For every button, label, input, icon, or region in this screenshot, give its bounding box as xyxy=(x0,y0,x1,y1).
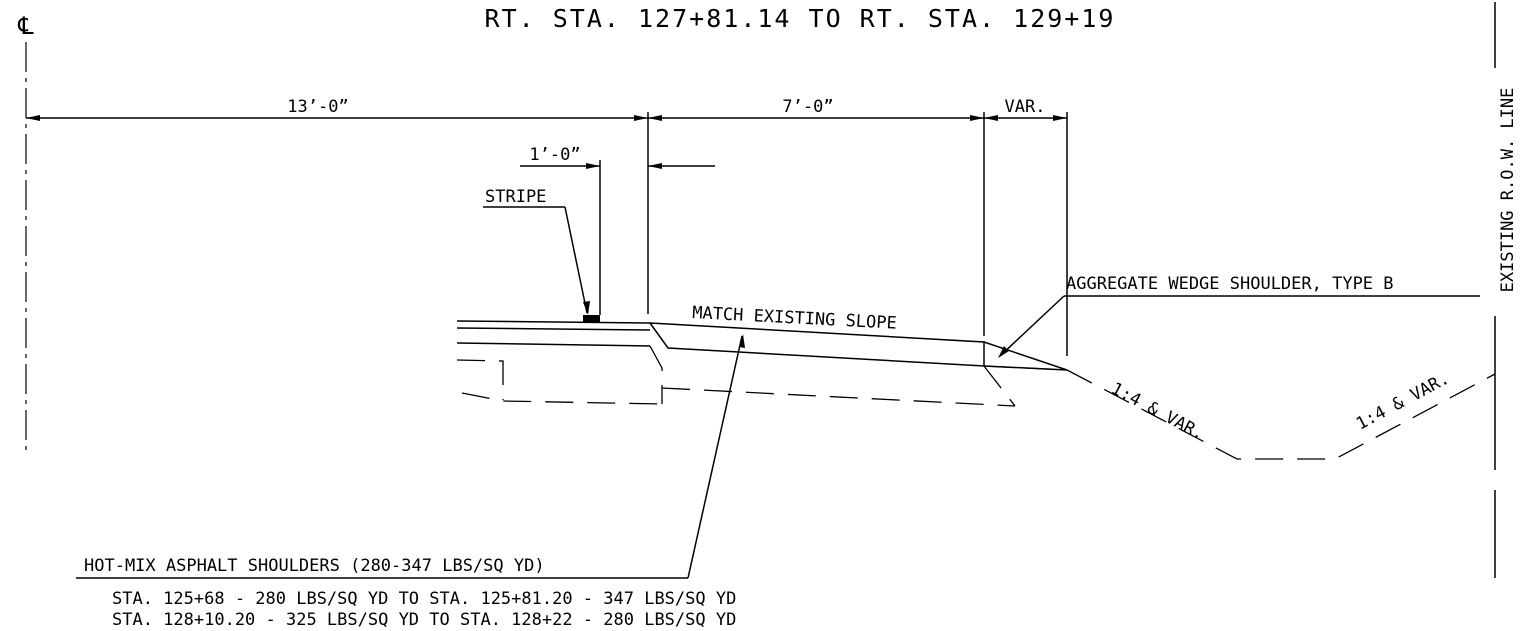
dim-arrow-mid-b xyxy=(648,115,662,121)
match-slope-label: MATCH EXISTING SLOPE xyxy=(692,303,897,334)
centerline-symbol: ℄ xyxy=(17,12,34,40)
drawing-title: RT. STA. 127+81.14 TO RT. STA. 129+19 xyxy=(485,4,1116,33)
row-label: EXISTING R.O.W. LINE xyxy=(1498,88,1518,293)
aggregate-leader xyxy=(999,295,1065,357)
ditch-profile xyxy=(1066,369,1496,460)
note-line-1: STA. 125+68 - 280 LBS/SQ YD TO STA. 125+… xyxy=(112,589,736,609)
dim-shoulder-label: 7’-0” xyxy=(782,97,833,117)
slope-label-left: 1:4 & VAR. xyxy=(1108,379,1208,445)
note-line-2: STA. 128+10.20 - 325 LBS/SQ YD TO STA. 1… xyxy=(112,610,736,630)
existing-base-edge xyxy=(649,345,663,404)
dim-arrow-mid-a xyxy=(634,115,648,121)
dim-arrow-r1-a xyxy=(970,115,984,121)
pavement-top xyxy=(456,320,651,324)
pavement-bottom xyxy=(456,327,651,331)
hma-label: HOT-MIX ASPHALT SHOULDERS (280-347 LBS/S… xyxy=(84,556,545,576)
existing-subgrade-bottom xyxy=(461,392,663,405)
dim-arrow-right xyxy=(1053,115,1067,121)
pavement-base xyxy=(456,342,651,347)
existing-subgrade xyxy=(456,359,504,400)
dim-var-label: VAR. xyxy=(1005,97,1046,117)
hma-leader xyxy=(687,335,743,579)
dim-offset-arrow xyxy=(586,163,600,169)
dim-offset-label: 1’-0” xyxy=(529,145,580,165)
existing-shoulder-edge xyxy=(983,365,1016,407)
aggregate-wedge xyxy=(983,341,1068,371)
dim-offset-arrow-right xyxy=(648,163,662,169)
aggregate-label: AGGREGATE WEDGE SHOULDER, TYPE B xyxy=(1066,274,1394,294)
dim-lane-label: 13’-0” xyxy=(287,97,348,117)
dim-arrow-left xyxy=(26,115,40,121)
slope-label-right: 1:4 & VAR. xyxy=(1353,369,1453,435)
existing-wedge-line xyxy=(983,365,1068,371)
stripe-arrow xyxy=(583,301,590,315)
existing-shoulder-bottom xyxy=(661,387,1016,407)
hma-arrow xyxy=(739,334,745,348)
stripe-label: STRIPE xyxy=(485,187,546,207)
dim-arrow-r1-b xyxy=(984,115,998,121)
aggregate-arrow xyxy=(998,346,1009,358)
stripe-mark xyxy=(583,315,600,322)
stripe-leader xyxy=(564,206,588,314)
